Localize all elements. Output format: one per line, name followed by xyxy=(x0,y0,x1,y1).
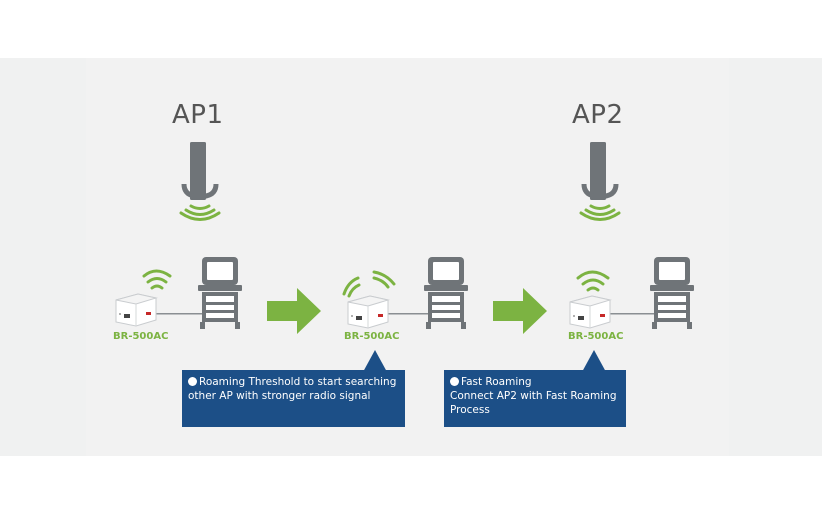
bullet-icon xyxy=(450,377,459,386)
device-model-label: BR-500AC xyxy=(568,331,624,342)
connection-line xyxy=(610,313,662,315)
callout-roaming-threshold: Roaming Threshold to start searching oth… xyxy=(182,370,405,427)
wifi-signal-icon xyxy=(576,270,610,292)
callout-pointer xyxy=(363,350,387,372)
ap2-label: AP2 xyxy=(572,100,624,130)
antenna-icon xyxy=(579,142,621,221)
callout-line: Connect AP2 with Fast Roaming xyxy=(450,390,617,402)
arrow-right-icon xyxy=(493,288,547,334)
bridge-device-icon xyxy=(569,295,612,329)
wifi-signal-icon xyxy=(142,269,172,290)
antenna-icon xyxy=(179,142,221,221)
wifi-signal-icon xyxy=(342,270,396,298)
bridge-device-icon xyxy=(115,293,158,327)
callout-line: Roaming Threshold to start searching xyxy=(188,375,399,389)
device-model-label: BR-500AC xyxy=(344,331,400,342)
device-model-label: BR-500AC xyxy=(113,331,169,342)
callout-fast-roaming: Fast Roaming Connect AP2 with Fast Roami… xyxy=(444,370,626,427)
bullet-icon xyxy=(188,377,197,386)
callout-pointer xyxy=(582,350,606,372)
medical-cart-icon xyxy=(424,257,468,329)
callout-line: other AP with stronger radio signal xyxy=(188,390,371,402)
connection-line xyxy=(385,313,437,315)
callout-line: Fast Roaming xyxy=(450,375,620,389)
medical-cart-icon xyxy=(650,257,694,329)
ap1-label: AP1 xyxy=(172,100,224,130)
medical-cart-icon xyxy=(198,257,242,329)
callout-line: Process xyxy=(450,404,490,416)
connection-line xyxy=(150,313,210,315)
arrow-right-icon xyxy=(267,288,321,334)
bridge-device-icon xyxy=(347,295,390,329)
